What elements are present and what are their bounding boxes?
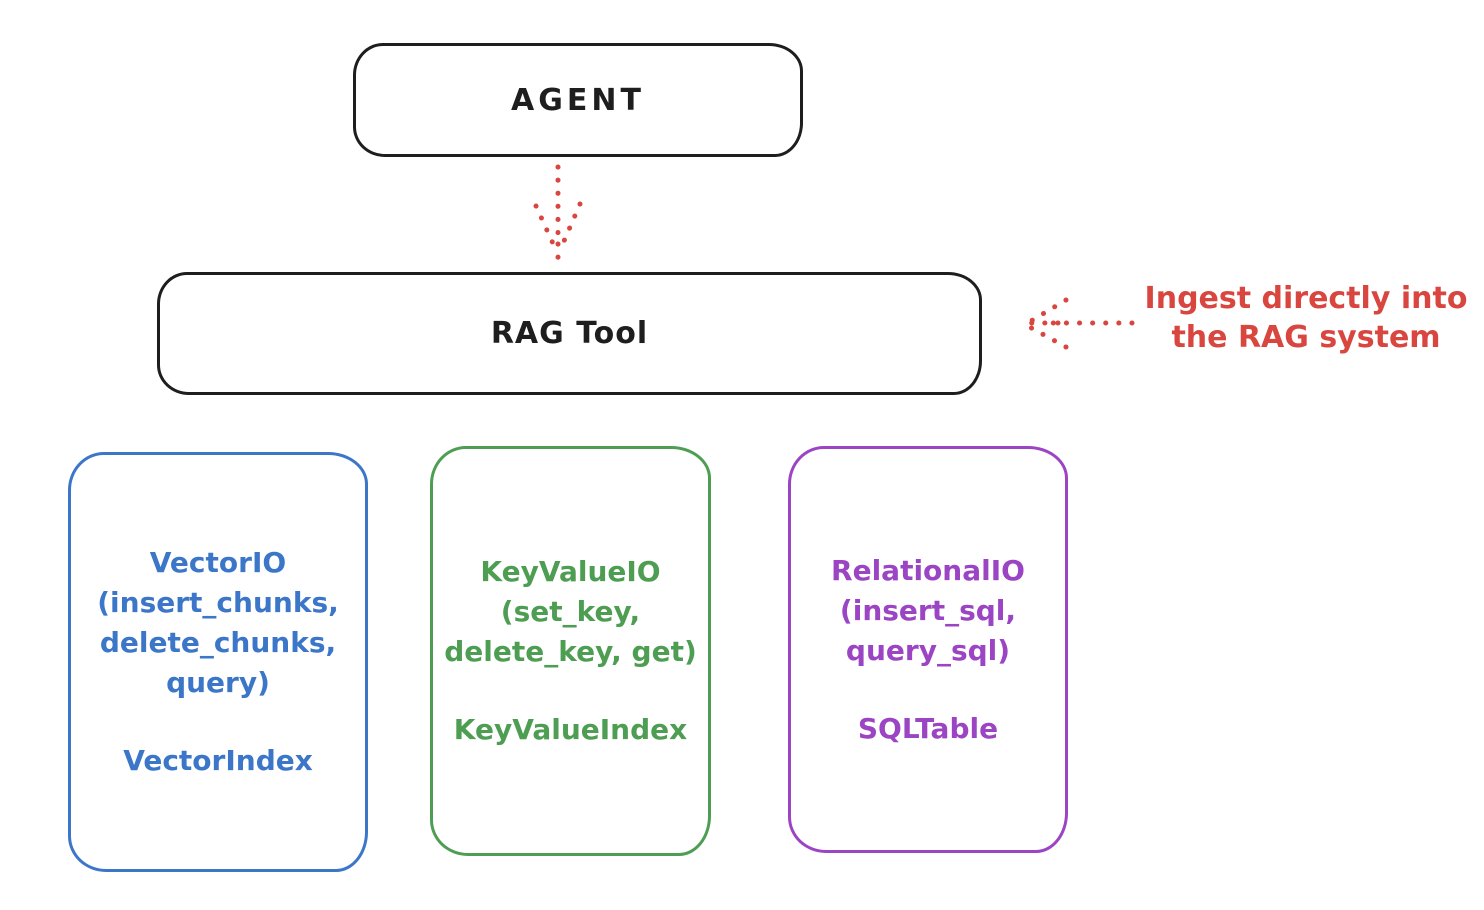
keyvalueio-title: KeyValueIO	[480, 555, 661, 588]
ingest-annotation-line1: Ingest directly into	[1144, 281, 1468, 316]
vectorio-text: VectorIO (insert_chunks, delete_chunks, …	[97, 543, 339, 781]
agent-to-rag-arrow	[533, 164, 583, 261]
vectorio-index-label: VectorIndex	[123, 744, 313, 777]
annotation-to-rag-arrow	[1023, 297, 1135, 350]
vectorio-node: VectorIO (insert_chunks, delete_chunks, …	[68, 452, 368, 872]
vectorio-method-line: delete_chunks,	[99, 626, 337, 659]
relationalio-method-line: query_sql)	[845, 633, 1011, 667]
keyvalueio-index-label: KeyValueIndex	[453, 713, 688, 746]
ingest-annotation-line2: the RAG system	[1171, 320, 1441, 355]
vectorio-title: VectorIO	[149, 546, 287, 579]
relationalio-index-label: SQLTable	[857, 711, 999, 745]
vectorio-method-line: (insert_chunks,	[97, 586, 339, 619]
keyvalueio-node: KeyValueIO (set_key, delete_key, get) Ke…	[430, 446, 711, 856]
relationalio-text: RelationalIO (insert_sql, query_sql) SQL…	[831, 551, 1025, 749]
relationalio-method-line: (insert_sql,	[839, 593, 1017, 627]
vectorio-method-line: query)	[166, 666, 270, 699]
rag-tool-label: RAG Tool	[490, 316, 649, 351]
agent-label: AGENT	[511, 82, 645, 118]
keyvalueio-method-line: (set_key,	[500, 595, 641, 628]
keyvalueio-text: KeyValueIO (set_key, delete_key, get) Ke…	[444, 552, 697, 750]
relationalio-title: RelationalIO	[831, 553, 1025, 587]
ingest-annotation: Ingest directly into the RAG system	[1136, 279, 1476, 357]
keyvalueio-method-line: delete_key, get)	[444, 635, 697, 668]
rag-tool-node: RAG Tool	[157, 272, 982, 395]
relationalio-node: RelationalIO (insert_sql, query_sql) SQL…	[788, 446, 1068, 853]
agent-node: AGENT	[353, 43, 803, 157]
